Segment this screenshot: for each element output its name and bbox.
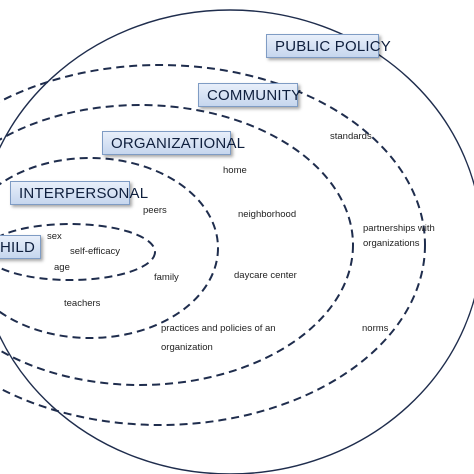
daycare-center-text: daycare center: [234, 270, 297, 281]
interpersonal-label: INTERPERSONAL: [10, 181, 148, 205]
neighborhood-text: neighborhood: [238, 209, 297, 220]
sex-text: sex: [47, 231, 62, 242]
interpersonal-ring: [0, 157, 219, 339]
child-label: HILD: [0, 235, 41, 259]
standards-text: standards: [330, 131, 372, 142]
organizational-ring: [0, 104, 354, 386]
community-ring: [0, 64, 426, 426]
peers-text: peers: [143, 205, 167, 216]
practices-text-line2: organization: [161, 342, 213, 353]
organizational-label: ORGANIZATIONAL: [102, 131, 245, 155]
practices-text-line1: practices and policies of an: [161, 323, 276, 334]
home-text: home: [223, 165, 247, 176]
public-policy-ring: [0, 9, 474, 474]
family-text: family: [154, 272, 179, 283]
age-text: age: [54, 262, 70, 273]
self-efficacy-text: self-efficacy: [70, 246, 120, 257]
norms-text: norms: [362, 323, 389, 334]
partnerships-text-line2: organizations: [363, 238, 420, 249]
community-label: COMMUNITY: [198, 83, 301, 107]
child-ring: [0, 223, 156, 281]
teachers-text: teachers: [64, 298, 101, 309]
public-policy-label: PUBLIC POLICY: [266, 34, 391, 58]
partnerships-text-line1: partnerships with: [363, 223, 435, 234]
